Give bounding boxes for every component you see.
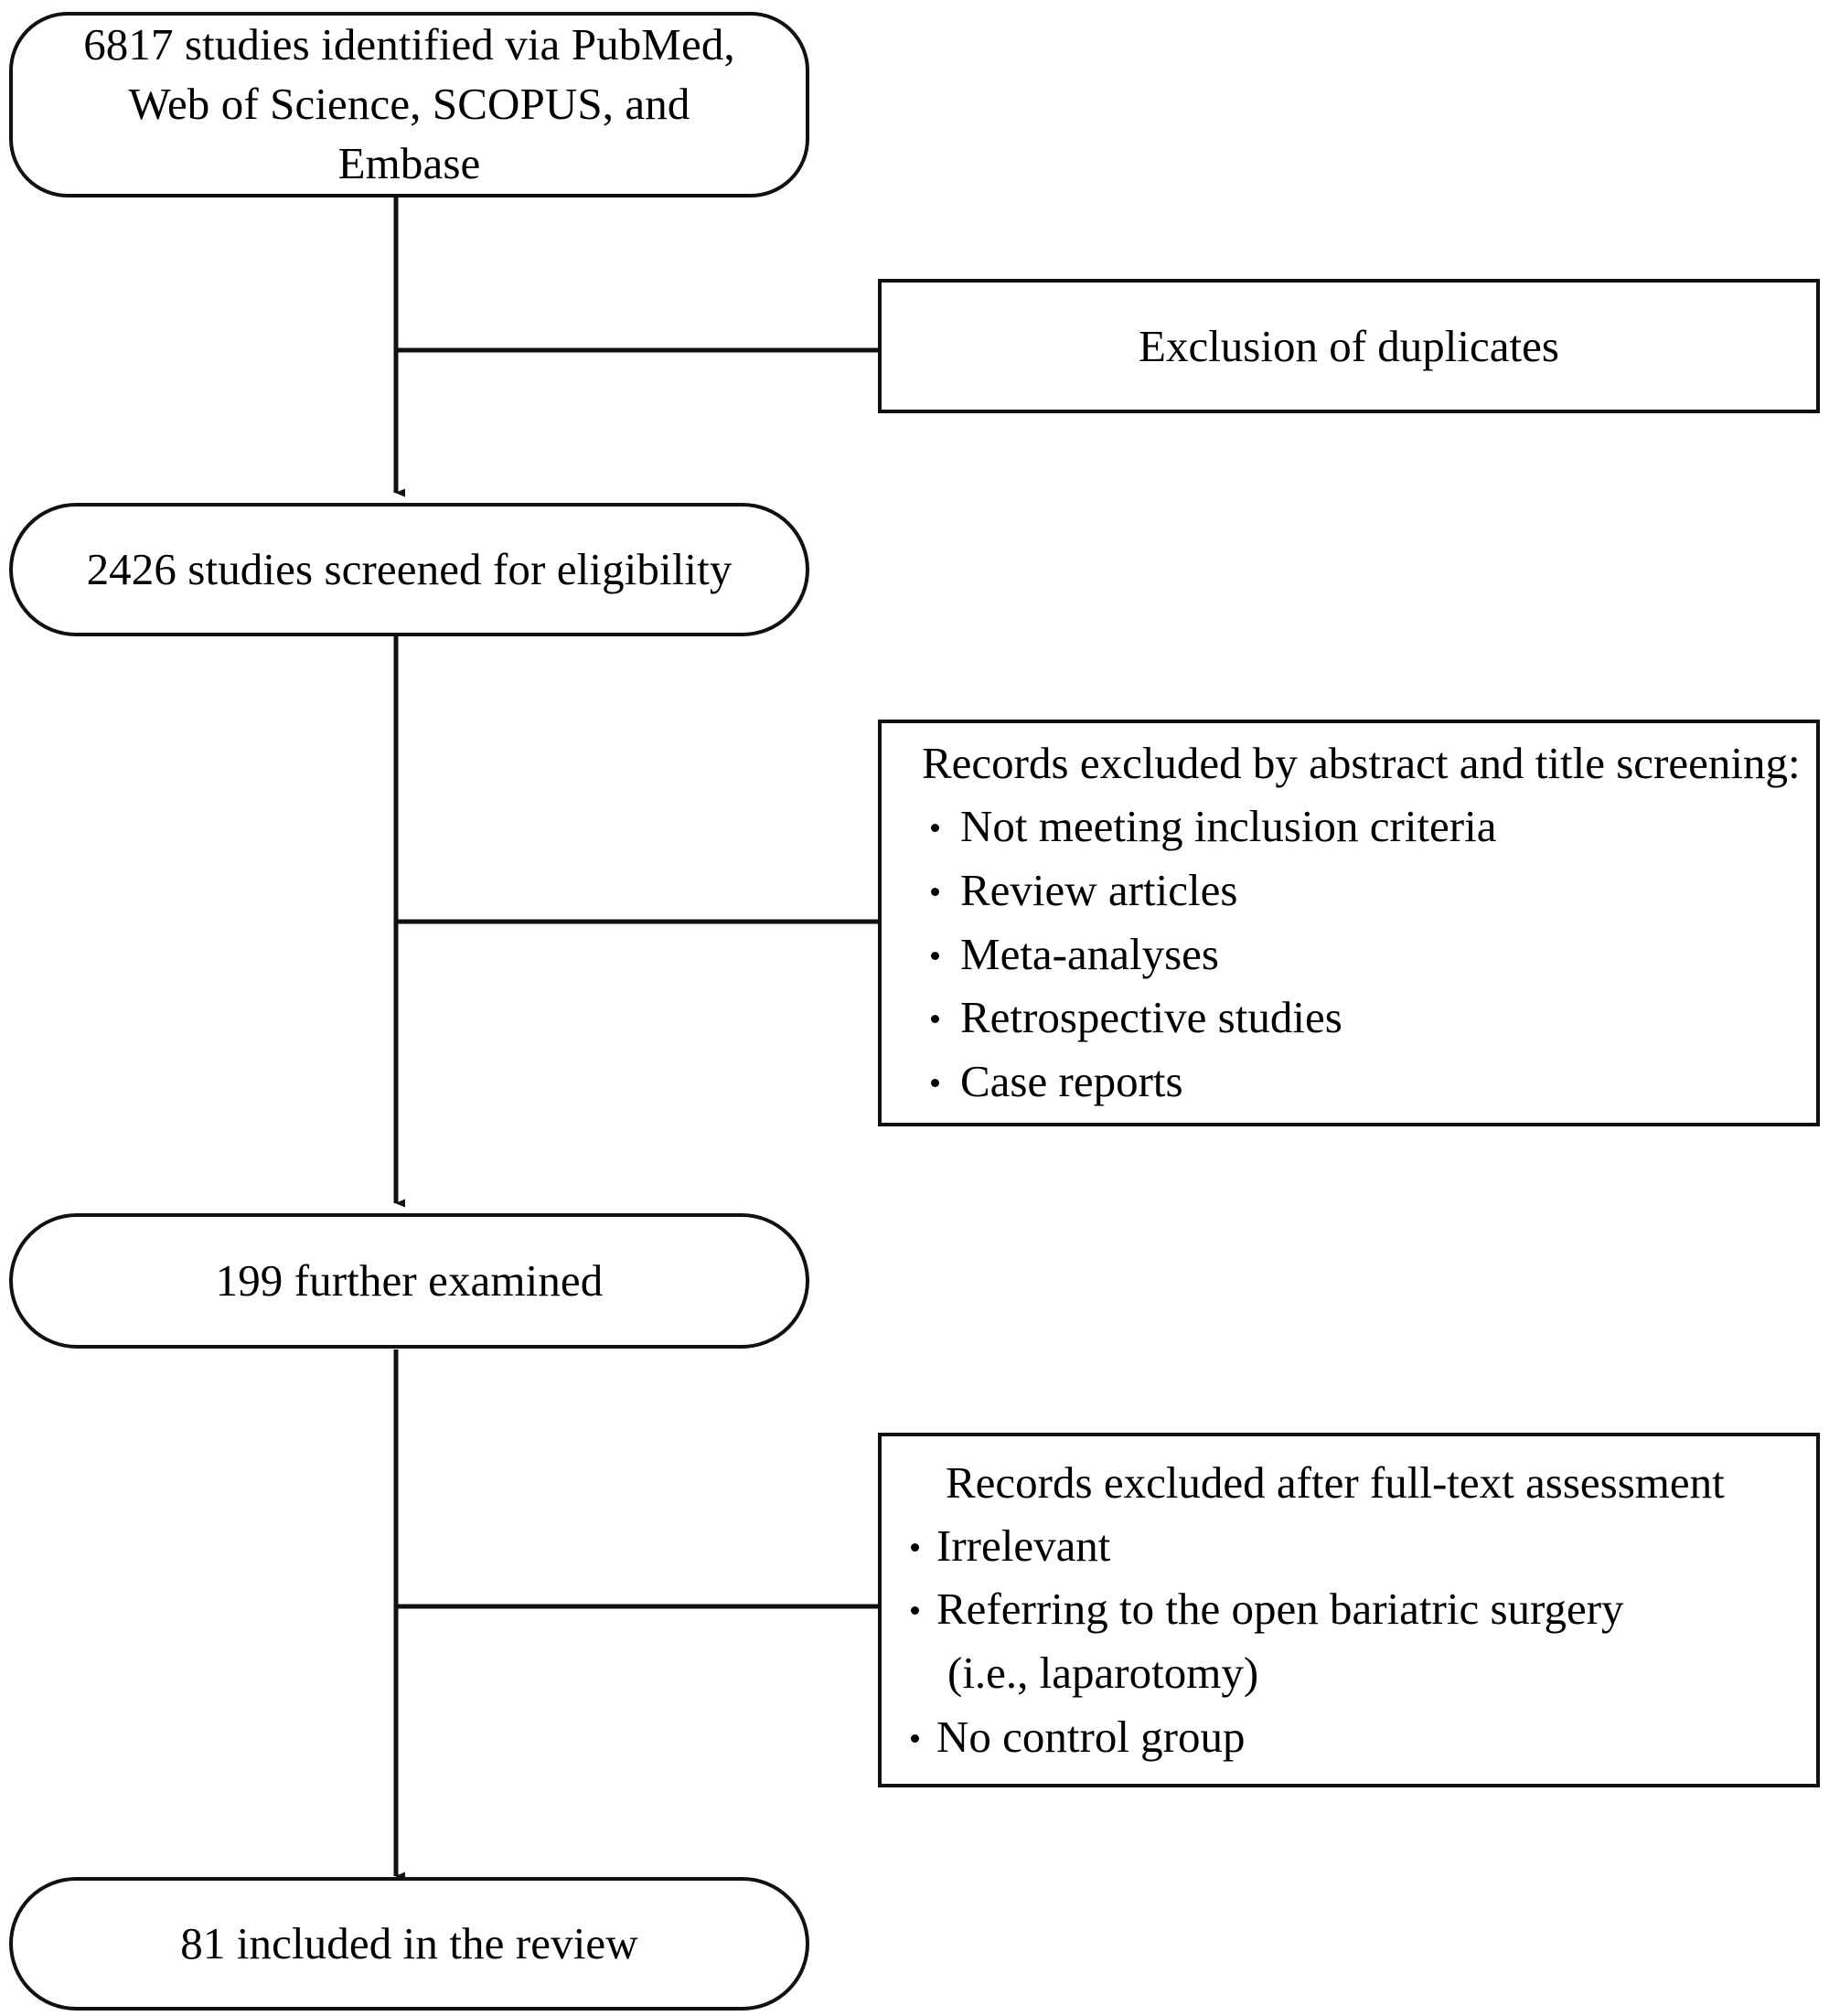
node-included[interactable]: 81 included in the review [9, 1877, 809, 2011]
node-exclusion-full-text[interactable]: Records excluded after full-text assessm… [878, 1433, 1820, 1787]
list-item: Meta-analyses [922, 925, 1816, 985]
list-item-label: (i.e., laparotomy) [947, 1647, 1259, 1698]
node-eligibility-text: 199 further examined [215, 1254, 604, 1306]
node-identification[interactable]: 6817 studies identified via PubMed, Web … [9, 12, 809, 197]
node-eligibility[interactable]: 199 further examined [9, 1213, 809, 1349]
node-exclusion-duplicates[interactable]: Exclusion of duplicates [878, 279, 1820, 413]
list-item-label: Referring to the open bariatric surgery [936, 1584, 1624, 1635]
node-screening[interactable]: 2426 studies screened for eligibility [9, 503, 809, 636]
node-included-text: 81 included in the review [180, 1917, 638, 1968]
bullet-dot-icon [931, 951, 939, 960]
list-item: Retrospective studies [922, 988, 1816, 1048]
bullet-dot-icon [931, 887, 939, 896]
bullet-dot-icon [911, 1606, 919, 1616]
node-identification-text: 6817 studies identified via PubMed, Web … [83, 19, 735, 188]
list-item-label: Review articles [960, 864, 1238, 915]
node-exclusion-abstract-title-list: Not meeting inclusion criteria Review ar… [922, 797, 1816, 1111]
node-exclusion-full-text-heading: Records excluded after full-text assessm… [946, 1456, 1725, 1508]
list-item-label: Case reports [960, 1055, 1183, 1106]
list-item-label: Not meeting inclusion criteria [960, 801, 1497, 852]
node-exclusion-full-text-body: Records excluded after full-text assessm… [882, 1454, 1816, 1766]
bullet-dot-icon [931, 824, 939, 833]
list-item: Not meeting inclusion criteria [922, 797, 1816, 857]
list-item: Irrelevant [909, 1517, 1816, 1576]
node-exclusion-abstract-title[interactable]: Records excluded by abstract and title s… [878, 720, 1820, 1126]
bullet-dot-icon [931, 1078, 939, 1087]
list-item-label: Meta-analyses [960, 928, 1219, 979]
list-item-label: Retrospective studies [960, 992, 1342, 1043]
list-item-label: No control group [936, 1711, 1246, 1762]
bullet-dot-icon [911, 1733, 919, 1743]
list-item: Review articles [922, 861, 1816, 921]
list-item-continuation: (i.e., laparotomy) [909, 1644, 1816, 1703]
list-item-label: Irrelevant [936, 1520, 1111, 1571]
node-exclusion-abstract-title-heading: Records excluded by abstract and title s… [922, 738, 1801, 789]
node-exclusion-full-text-list: Irrelevant Referring to the open bariatr… [909, 1517, 1816, 1767]
list-item: Case reports [922, 1052, 1816, 1112]
node-screening-text: 2426 studies screened for eligibility [86, 543, 733, 594]
list-item: No control group [909, 1708, 1816, 1767]
bullet-dot-icon [911, 1542, 919, 1552]
node-exclusion-duplicates-heading: Exclusion of duplicates [1139, 321, 1559, 371]
node-exclusion-abstract-title-body: Records excluded by abstract and title s… [882, 734, 1816, 1111]
bullet-dot-icon [931, 1015, 939, 1024]
list-item: Referring to the open bariatric surgery [909, 1580, 1816, 1639]
